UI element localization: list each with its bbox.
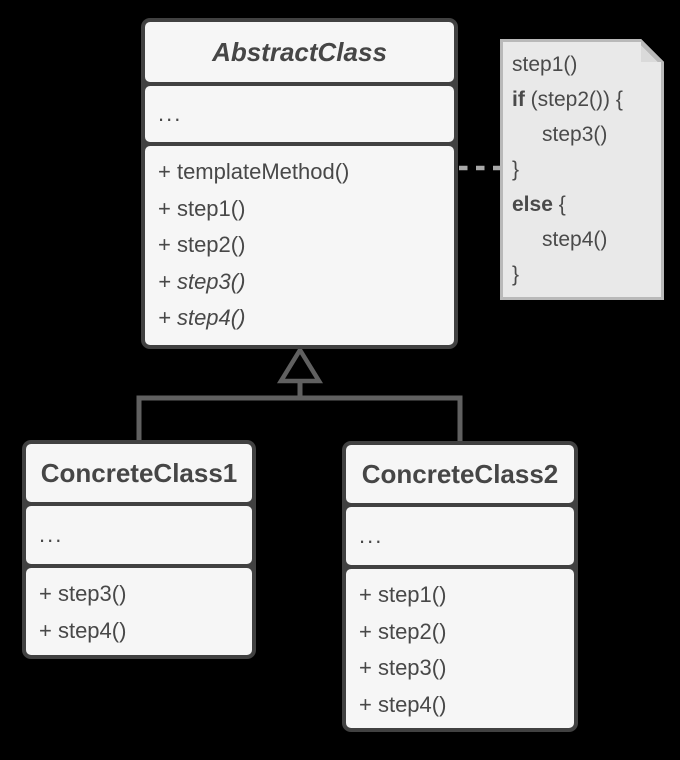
code-text: step3() (542, 123, 608, 146)
note-code-line: } (512, 152, 664, 187)
class-attributes-concreteclass2: ... (346, 507, 574, 565)
class-name-abstractclass: AbstractClass (145, 22, 454, 82)
code-text: } (512, 158, 520, 181)
inheritance-line (136, 395, 463, 441)
method-step1: + step1() (158, 195, 246, 221)
note-code-line: step4() (512, 222, 664, 257)
class-methods-concreteclass1: + step3() + step4() (26, 568, 252, 655)
method-step4: + step4() (359, 691, 447, 717)
code-text: (step2()) { (524, 88, 623, 111)
method-step4-abstract: + step4() (158, 305, 246, 330)
class-methods-concreteclass2: + step1() + step2() + step3() + step4() (346, 569, 574, 728)
class-attributes-abstractclass: ... (145, 86, 454, 142)
method-step2: + step2() (359, 618, 447, 644)
code-text: } (512, 263, 520, 286)
attributes-ellipsis: ... (359, 523, 384, 548)
note-code-line: } (512, 257, 664, 292)
method-step3: + step3() (39, 581, 127, 606)
code-keyword: if (512, 88, 525, 111)
class-attributes-concreteclass1: ... (26, 506, 252, 564)
note-code-line: step3() (512, 117, 664, 152)
code-keyword: else (512, 193, 553, 216)
class-box-concreteclass2: ConcreteClass2 ... + step1() + step2() +… (342, 441, 578, 732)
note-code-line: if (step2()) { (512, 82, 664, 117)
code-text: step1() (512, 53, 578, 76)
code-text: { (552, 193, 566, 216)
method-step1: + step1() (359, 582, 447, 607)
class-box-concreteclass1: ConcreteClass1 ... + step3() + step4() (22, 440, 256, 659)
note-code-line: else { (512, 187, 664, 222)
class-name-concreteclass2: ConcreteClass2 (346, 445, 574, 503)
attributes-ellipsis: ... (158, 101, 183, 126)
method-step2: + step2() (158, 232, 246, 257)
inheritance-triangle-icon (276, 345, 324, 384)
method-step3-abstract: + step3() (158, 268, 246, 294)
code-note: step1() if (step2()) { step3() } else { … (500, 39, 664, 300)
method-template-method: + templateMethod() (158, 159, 350, 184)
note-code-line: step1() (512, 47, 664, 82)
code-text: step4() (542, 228, 608, 251)
attributes-ellipsis: ... (39, 522, 64, 547)
class-name-concreteclass1: ConcreteClass1 (26, 444, 252, 502)
method-step3: + step3() (359, 655, 447, 680)
method-step4: + step4() (39, 617, 127, 643)
class-box-abstractclass: AbstractClass ... + templateMethod() + s… (141, 18, 458, 349)
class-methods-abstractclass: + templateMethod() + step1() + step2() +… (145, 146, 454, 345)
